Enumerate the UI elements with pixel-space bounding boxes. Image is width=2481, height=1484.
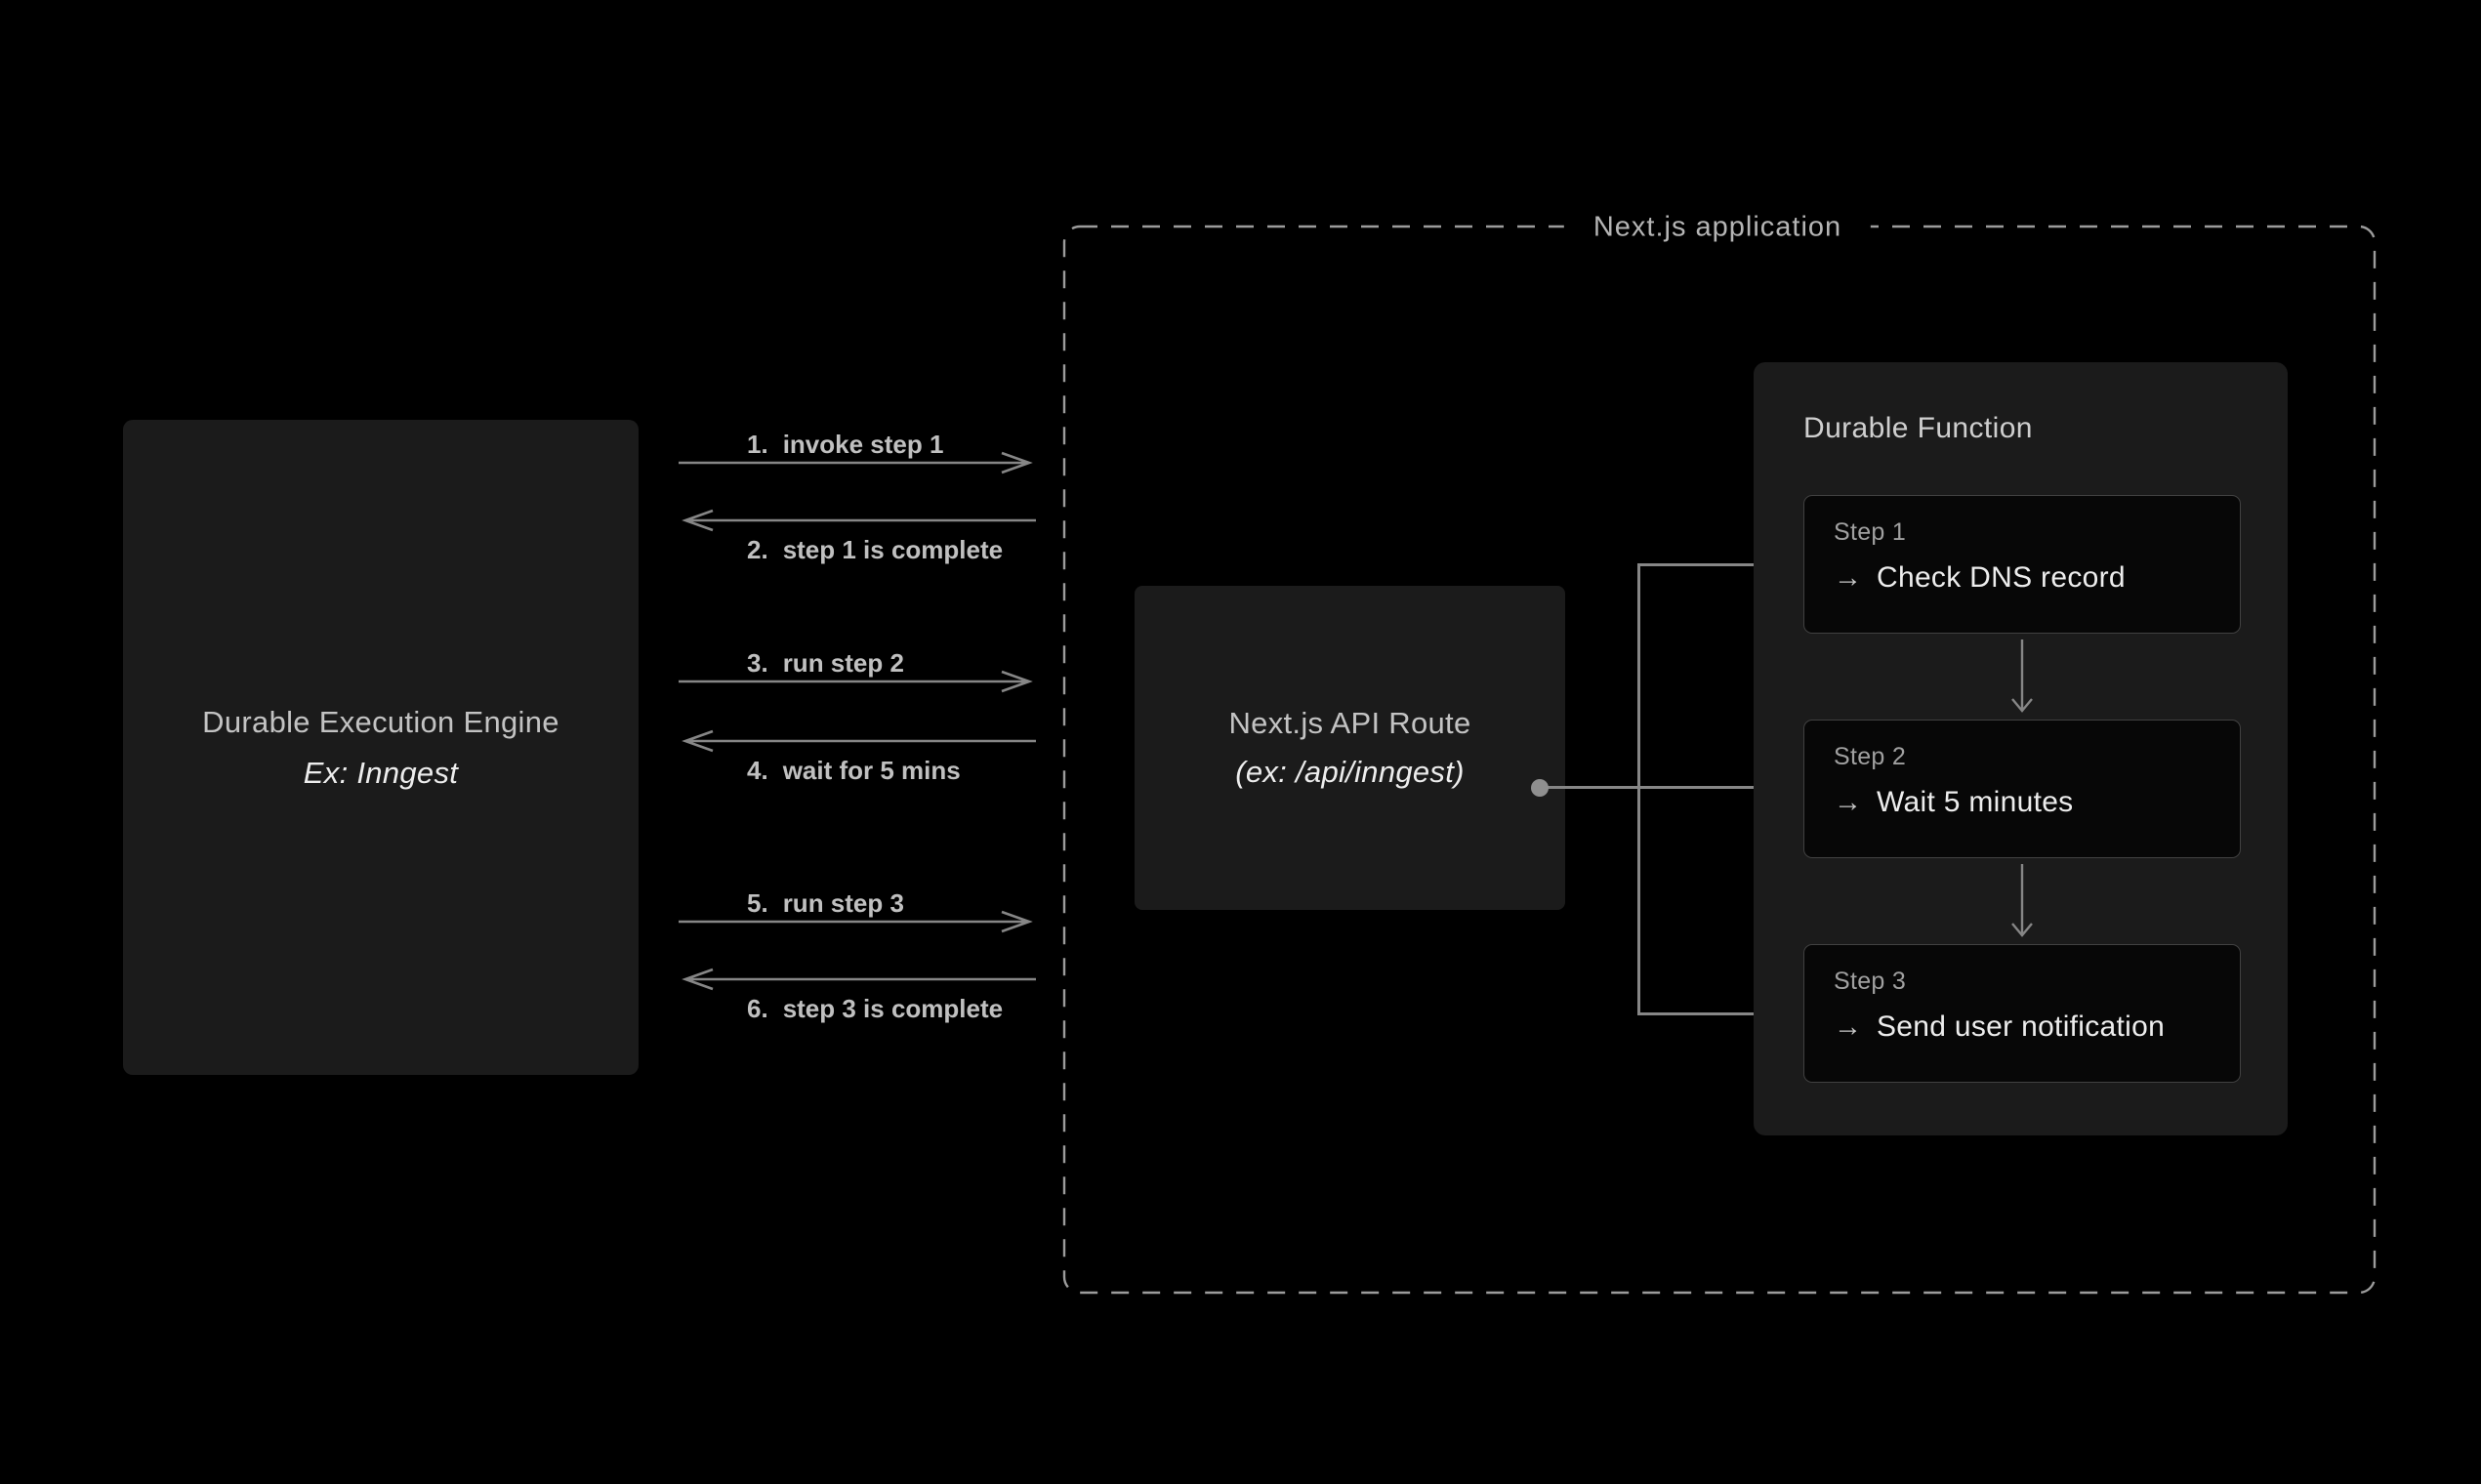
step-2-action-text: Wait 5 minutes [1877, 786, 2074, 818]
message-1-number: 1. [747, 430, 768, 459]
connector-line-middle [1540, 786, 1803, 789]
api-route-title: Next.js API Route [1228, 706, 1471, 740]
api-route-subtitle: (ex: /api/inngest) [1235, 755, 1465, 789]
message-6-text: step 3 is complete [782, 994, 1004, 1023]
arrow-down-icon [2011, 864, 2033, 937]
arrow-left-icon [682, 509, 1036, 532]
message-4-number: 4. [747, 756, 768, 785]
arrow-left-icon [682, 729, 1036, 753]
step-1-action: → Check DNS record [1834, 561, 2211, 595]
step-card-3: Step 3 → Send user notification [1803, 944, 2241, 1083]
message-6-number: 6. [747, 994, 768, 1023]
message-2-label: 2. step 1 is complete [747, 533, 1003, 566]
message-5-number: 5. [747, 888, 768, 918]
message-5-label: 5. run step 3 [747, 886, 904, 920]
api-route-box: Next.js API Route (ex: /api/inngest) [1135, 586, 1565, 910]
arrow-right-icon [679, 910, 1033, 933]
step-3-label: Step 3 [1834, 968, 1907, 995]
arrow-down-icon [2011, 639, 2033, 713]
step-card-1: Step 1 → Check DNS record [1803, 495, 2241, 634]
nextjs-application-label: Next.js application [1563, 211, 1872, 244]
step-card-2: Step 2 → Wait 5 minutes [1803, 720, 2241, 858]
connector-dot [1531, 779, 1549, 797]
step-3-action: → Send user notification [1834, 1010, 2211, 1044]
message-4-text: wait for 5 mins [782, 756, 961, 785]
engine-subtitle: Ex: Inngest [303, 755, 459, 790]
durable-execution-engine-box: Durable Execution Engine Ex: Inngest [123, 420, 639, 1075]
step-2-label: Step 2 [1834, 743, 1907, 770]
connector-line-top [1637, 563, 1803, 566]
step-arrow-icon: → [1834, 561, 1862, 594]
message-3-text: run step 2 [782, 648, 904, 678]
arrow-right-icon [679, 670, 1033, 693]
message-2-number: 2. [747, 535, 768, 564]
step-2-action: → Wait 5 minutes [1834, 786, 2211, 819]
message-6-label: 6. step 3 is complete [747, 992, 1003, 1025]
step-1-label: Step 1 [1834, 518, 1907, 546]
arrow-right-icon [679, 451, 1033, 474]
arrow-left-icon [682, 968, 1036, 991]
step-arrow-icon: → [1834, 1010, 1862, 1043]
connector-line-bottom [1637, 1012, 1803, 1015]
message-4-label: 4. wait for 5 mins [747, 754, 961, 787]
message-3-number: 3. [747, 648, 768, 678]
step-arrow-icon: → [1834, 786, 1862, 818]
durable-function-panel: Durable Function Step 1 → Check DNS reco… [1754, 362, 2288, 1135]
message-2-text: step 1 is complete [782, 535, 1004, 564]
message-1-label: 1. invoke step 1 [747, 428, 943, 461]
connector-line-trunk [1637, 563, 1640, 1015]
engine-title: Durable Execution Engine [202, 704, 559, 739]
message-5-text: run step 3 [782, 888, 904, 918]
message-1-text: invoke step 1 [782, 430, 944, 459]
step-1-action-text: Check DNS record [1877, 561, 2126, 594]
durable-function-title: Durable Function [1803, 412, 2033, 444]
step-3-action-text: Send user notification [1877, 1010, 2166, 1043]
message-3-label: 3. run step 2 [747, 646, 904, 680]
